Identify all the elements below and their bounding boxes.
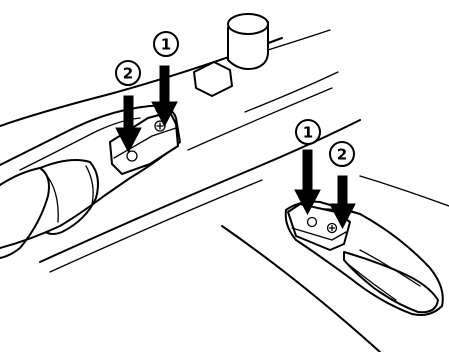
driver-window-switch-left	[0, 168, 49, 258]
passenger-trim-upper	[360, 176, 449, 206]
passenger-trim-lower-edge	[222, 226, 380, 352]
driver-window-switch-groove-2	[86, 166, 93, 204]
driver-callout-2-label: 2	[123, 65, 133, 83]
driver-trim-lower-edge-2	[50, 180, 262, 272]
passenger-callout-1-label: 1	[303, 124, 313, 142]
driver-callout-1-label: 1	[161, 36, 171, 54]
passenger-callout-1: 1	[296, 120, 320, 144]
driver-door-lock-knob	[228, 14, 268, 69]
driver-lock-switch-base[interactable]	[110, 112, 178, 174]
driver-callout-2: 2	[116, 61, 140, 85]
driver-callout-1: 1	[154, 32, 178, 56]
passenger-callout-2-label: 2	[337, 146, 347, 164]
driver-window-switch-groove	[44, 172, 58, 222]
passenger-door-panel: 1 2	[222, 120, 449, 352]
passenger-callout-2: 2	[330, 142, 354, 166]
